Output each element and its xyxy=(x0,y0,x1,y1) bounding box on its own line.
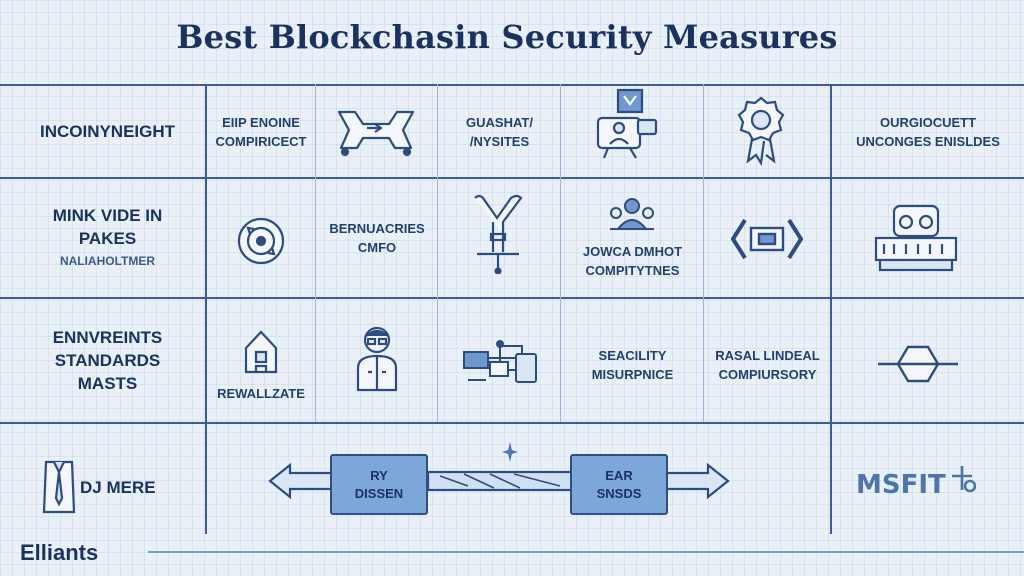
grid-line xyxy=(0,422,1024,424)
cell-text-line: COMPIURSORY xyxy=(718,367,817,382)
server-rack-icon xyxy=(872,204,960,274)
grid-line xyxy=(0,177,1024,179)
person-icon xyxy=(354,324,400,392)
cell-text-line: BERNUACRIES xyxy=(329,221,425,236)
box-text-line: EAR xyxy=(605,467,633,483)
cell-text: SEACILITY MISURPNICE xyxy=(562,340,703,390)
circular-sync-icon xyxy=(236,216,286,266)
row-sublabel: NALIAHOLTMER xyxy=(59,253,156,268)
cell-text-line: UNCONGES ENISLDES xyxy=(856,133,1000,149)
grid-line xyxy=(437,84,438,422)
cell-text-line: COMPITYTNES xyxy=(585,263,680,278)
grid-line xyxy=(703,84,704,422)
grid-line xyxy=(315,84,316,422)
cell-text: EIIP ENOINE COMPIRICECT xyxy=(207,86,315,177)
key-tool-icon xyxy=(471,192,525,274)
transfer-arrows-icon xyxy=(731,216,803,262)
network-devices-icon xyxy=(460,336,542,384)
cell-text-line: RASAL LINDEAL xyxy=(715,348,820,363)
cell-text: OURGIOCUETT UNCONGES ENISLDES xyxy=(832,86,1024,177)
grid-line xyxy=(830,84,832,534)
sparkle-icon xyxy=(502,442,518,462)
cell-text-line: JOWCA DMHOT xyxy=(582,244,683,259)
row-label-text: MINK VIDE IN xyxy=(52,205,163,225)
box-text-line: DISSEN xyxy=(354,485,404,501)
bottom-row-label: DJ MERE xyxy=(80,474,190,500)
row-label-text: INCOINYNEIGHT xyxy=(39,122,176,141)
house-icon xyxy=(242,328,280,374)
row-label: INCOINYNEIGHT xyxy=(10,86,205,177)
footer-title: Elliants xyxy=(20,540,99,565)
row-label-text: MASTS xyxy=(77,374,138,393)
row-label: ENNVREINTS STANDARDS MASTS xyxy=(10,299,205,422)
grid-line xyxy=(560,84,561,422)
cell-text-line: GUASHAT/ xyxy=(466,114,533,130)
cell-text-line: REWALLZATE xyxy=(217,385,305,401)
cell-text-line: MISURPNICE xyxy=(591,367,674,382)
cell-text-line: OURGIOCUETT xyxy=(879,114,977,130)
right-flow-box: EAR SNSDS xyxy=(570,454,668,515)
row-label-text: PAKES xyxy=(78,228,137,248)
grid-line xyxy=(0,297,1024,299)
logo-sparkle-icon xyxy=(948,462,976,494)
bottom-label-text: DJ MERE xyxy=(80,477,156,497)
cell-text: GUASHAT/ /NYSITES xyxy=(439,86,560,177)
grid-line xyxy=(205,84,207,534)
left-flow-box: RY DISSEN xyxy=(330,454,428,515)
cell-text: BERNUACRIES CMFO xyxy=(317,179,437,297)
grid-line xyxy=(0,84,1024,86)
cell-text-line: CMFO xyxy=(357,240,397,255)
cell-text-line: SEACILITY xyxy=(598,348,667,363)
user-group-icon xyxy=(608,195,656,231)
hexagon-node-icon xyxy=(876,344,960,384)
page-title: Best Blockchasin Security Measures xyxy=(176,18,838,56)
tie-icon xyxy=(40,458,78,516)
footer-line xyxy=(148,551,1024,553)
double-arrow-icon xyxy=(268,462,730,500)
cell-text: JOWCA DMHOT COMPITYTNES xyxy=(562,236,703,286)
brand-logo: MSFIT xyxy=(856,470,946,500)
row-label-text: ENNVREINTS xyxy=(52,328,163,347)
cell-text-line: EIIP ENOINE xyxy=(222,114,300,130)
cell-text-line: /NYSITES xyxy=(469,133,530,149)
cell-text: REWALLZATE xyxy=(207,378,315,408)
cell-text-line: COMPIRICECT xyxy=(215,133,307,149)
row-label-text: STANDARDS xyxy=(54,351,161,370)
box-text-line: RY xyxy=(370,467,388,483)
award-badge-icon xyxy=(736,95,786,167)
box-text-line: SNSDS xyxy=(596,485,642,501)
connection-arrows-icon xyxy=(333,104,419,160)
row-label: MINK VIDE IN PAKES NALIAHOLTMER xyxy=(10,179,205,297)
cell-text: RASAL LINDEAL COMPIURSORY xyxy=(705,340,830,390)
monitor-shield-icon xyxy=(592,88,662,164)
